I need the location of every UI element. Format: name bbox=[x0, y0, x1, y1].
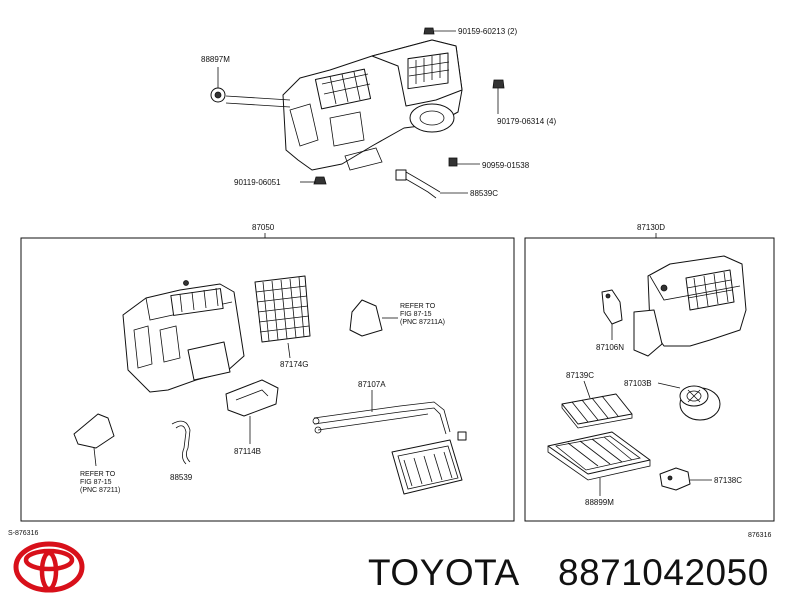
bracket-87211a bbox=[349, 299, 383, 337]
ref1-line1: REFER TO bbox=[400, 303, 436, 310]
label-87138c: 87138C bbox=[714, 476, 742, 485]
code-left: S-876316 bbox=[8, 530, 38, 537]
label-87174g: 87174G bbox=[280, 360, 308, 369]
box-right-title: 87130D bbox=[637, 223, 665, 232]
heater-unit bbox=[122, 280, 245, 393]
ref2-line3: (PNC 87211) bbox=[80, 487, 120, 494]
connector-87138c bbox=[659, 467, 691, 491]
bracket-87114b bbox=[225, 379, 279, 417]
label-87107a: 87107A bbox=[358, 380, 386, 389]
label-87139c: 87139C bbox=[566, 371, 594, 380]
label-88897m: 88897M bbox=[201, 55, 230, 64]
filter-87139c bbox=[561, 393, 633, 429]
label-88539: 88539 bbox=[170, 473, 193, 482]
ref1-line3: (PNC 87211A) bbox=[400, 319, 445, 326]
bracket-87211 bbox=[73, 413, 115, 449]
blower-grille bbox=[407, 52, 450, 90]
box-left-title: 87050 bbox=[252, 223, 275, 232]
brand-name: TOYOTA bbox=[368, 552, 520, 593]
blower-motor-87103b bbox=[679, 385, 721, 421]
label-88539c: 88539C bbox=[470, 189, 498, 198]
part-number: 8871042050 bbox=[558, 552, 769, 593]
label-90159: 90159-60213 (2) bbox=[458, 27, 517, 36]
ref2-line2: FIG 87-15 bbox=[80, 479, 112, 486]
heater-core-87107a bbox=[312, 401, 467, 495]
label-87114b: 87114B bbox=[234, 447, 261, 456]
label-90179: 90179-06314 (4) bbox=[497, 117, 556, 126]
blower-unit bbox=[633, 255, 747, 357]
box-right bbox=[524, 237, 775, 522]
label-87106n: 87106N bbox=[596, 343, 624, 352]
sensor-87106n bbox=[601, 289, 623, 325]
label-90119: 90119-06051 bbox=[234, 178, 281, 187]
label-90959: 90959-01538 bbox=[482, 161, 530, 170]
toyota-logo bbox=[13, 541, 85, 593]
hose-88539 bbox=[171, 420, 191, 463]
code-right: 876316 bbox=[748, 532, 771, 539]
filter-case-88899m bbox=[547, 431, 651, 481]
ref1-line2: FIG 87-15 bbox=[400, 311, 432, 318]
box-left bbox=[20, 237, 515, 522]
heater-assembly-top bbox=[210, 27, 505, 199]
label-88899m: 88899M bbox=[585, 498, 614, 507]
label-87103b: 87103B bbox=[624, 379, 652, 388]
filter-87174g bbox=[254, 275, 311, 343]
ref2-line1: REFER TO bbox=[80, 471, 116, 478]
